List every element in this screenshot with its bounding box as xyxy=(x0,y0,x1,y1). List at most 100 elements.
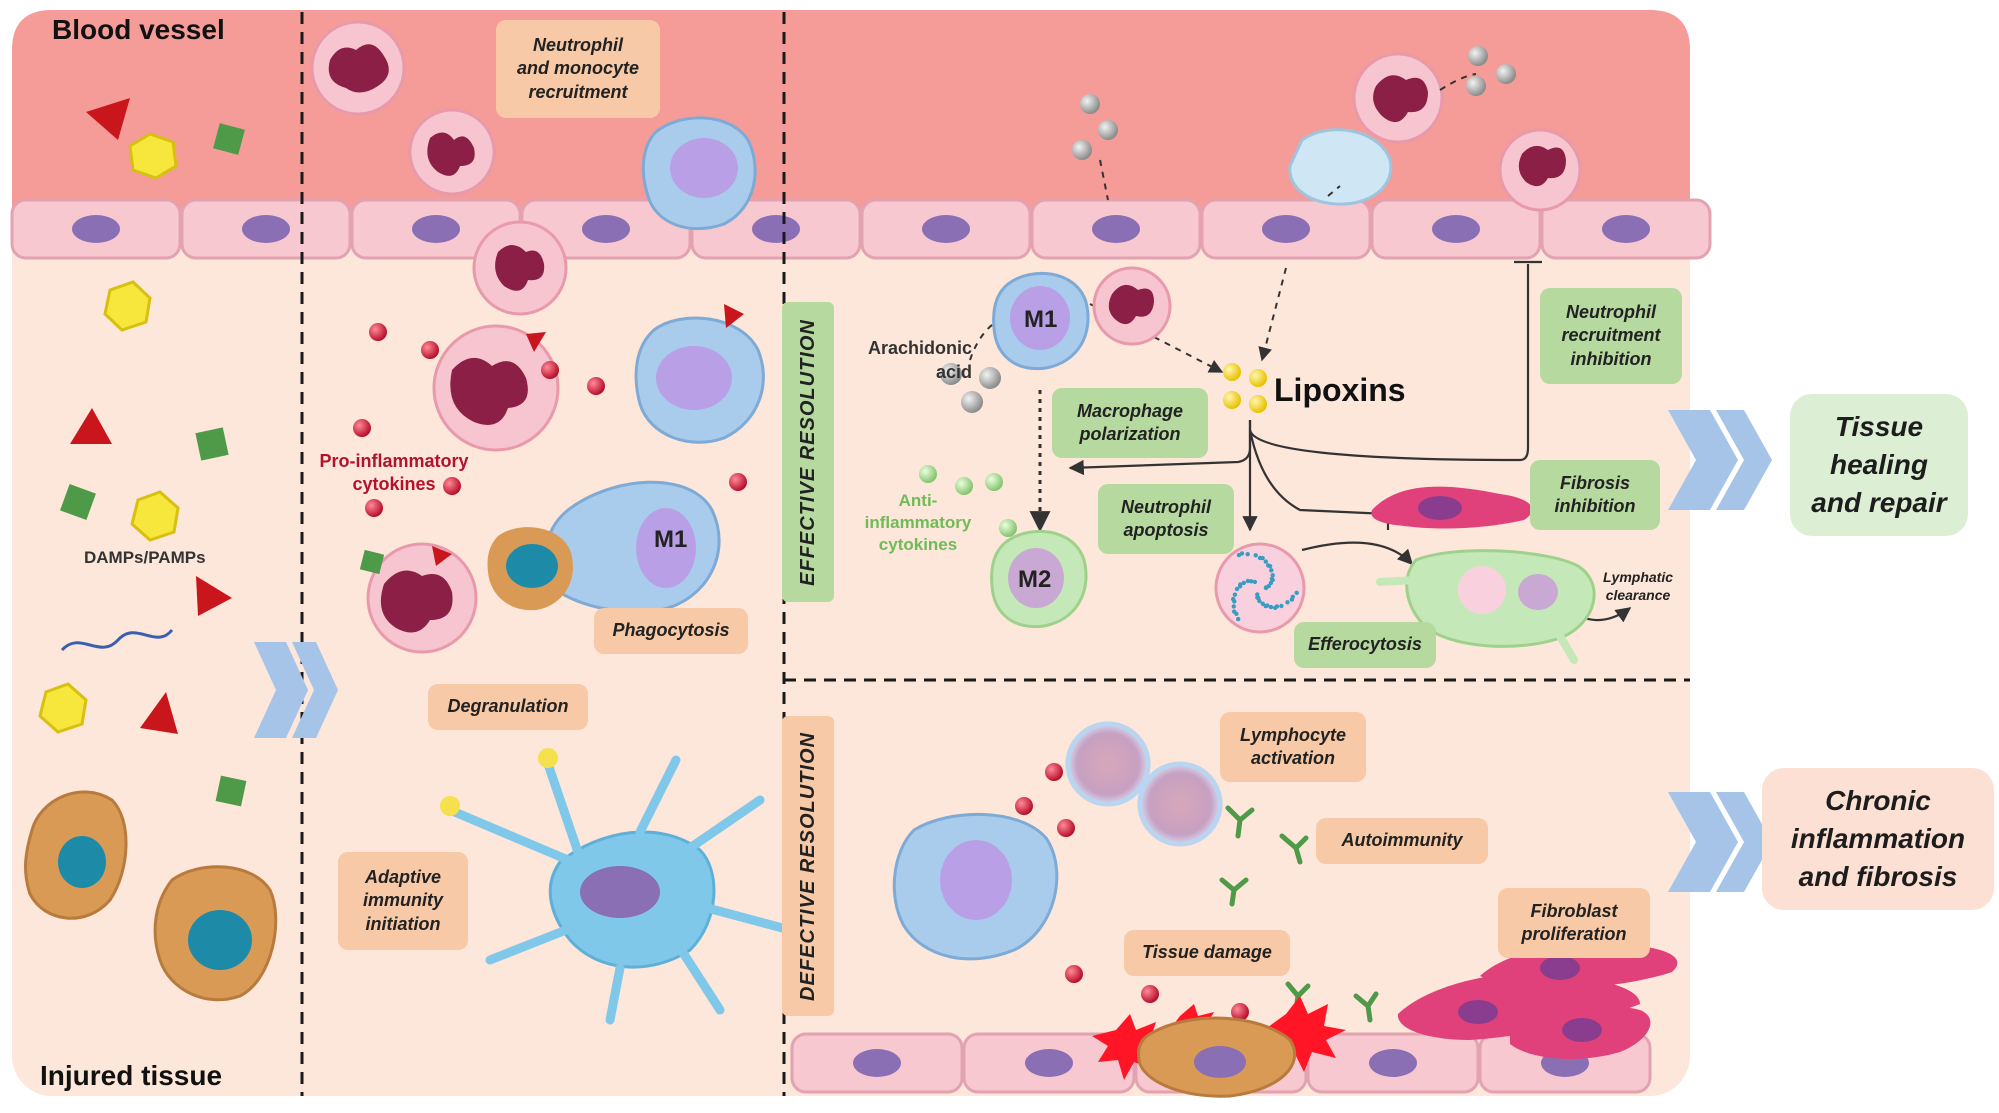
pro-inflammatory-cytokines-label: Pro-inflammatory cytokines xyxy=(319,451,469,495)
endothelial-cell-nucleus xyxy=(1369,1049,1417,1077)
apoptotic-neutrophil xyxy=(1214,542,1306,634)
efferocytic-macrophage xyxy=(1376,549,1596,664)
endothelial-cell-nucleus xyxy=(1602,215,1650,243)
efferocytosis-box: Efferocytosis xyxy=(1294,622,1436,668)
apoptotic-body xyxy=(1249,579,1254,584)
degranulation-box: Degranulation xyxy=(428,684,588,730)
apoptotic-body xyxy=(1270,573,1275,578)
m1-effective-label: M1 xyxy=(1024,306,1058,333)
apoptotic-body xyxy=(1253,553,1258,558)
neutrophil-nuclei xyxy=(328,44,545,633)
effective-resolution-label: EFFECTIVE RESOLUTION xyxy=(782,302,834,602)
apoptotic-body xyxy=(1268,580,1274,586)
lipoxin-dots xyxy=(1223,363,1267,413)
apoptotic-body xyxy=(1255,592,1260,597)
endothelial-cell-nucleus xyxy=(922,215,970,243)
apoptotic-body xyxy=(1234,586,1240,592)
tissue-background xyxy=(12,10,1690,1096)
autoimmunity-box: Autoimmunity xyxy=(1316,818,1488,864)
endothelial-cell-nucleus xyxy=(752,215,800,243)
transition-chevron xyxy=(254,642,338,738)
apoptotic-body xyxy=(1241,580,1247,586)
apoptotic-body xyxy=(1268,604,1274,610)
macrophage-m1-phagocytosis xyxy=(487,480,721,614)
anti-inflammatory-cytokines-label: Anti- inflammatory cytokines xyxy=(864,491,972,555)
apoptotic-body xyxy=(1263,559,1269,564)
apoptotic-body xyxy=(1263,585,1269,590)
apoptotic-body xyxy=(1269,576,1275,582)
macrophage-defective xyxy=(892,812,1059,961)
endothelial-cell-nucleus xyxy=(1432,215,1480,243)
lymphatic-clearance-label: Lymphatic clearance xyxy=(1602,569,1673,604)
apoptotic-body xyxy=(1269,568,1274,573)
apoptotic-body xyxy=(1232,599,1237,604)
pro-inflammatory-cytokine-dots xyxy=(353,323,747,517)
apoptotic-body xyxy=(1232,592,1238,597)
neutrophil-effective xyxy=(1092,266,1172,346)
healing-chevron xyxy=(1668,410,1772,510)
apoptotic-body xyxy=(1266,563,1271,568)
endothelial-cell-nucleus xyxy=(1092,215,1140,243)
arachidonic-acid-label: Arachidonic acid xyxy=(867,338,972,383)
m2-macrophage xyxy=(990,529,1088,629)
damps-pamps-molecules xyxy=(38,98,247,807)
m2-label: M2 xyxy=(1018,566,1052,593)
dendritic-cell xyxy=(440,748,795,1025)
apoptotic-body xyxy=(1256,595,1261,600)
fibroblast-nuclei xyxy=(1458,956,1602,1042)
antibodies xyxy=(1219,805,1379,1023)
anti-inflammatory-cytokine-dots xyxy=(919,465,1017,537)
apoptotic-body xyxy=(1257,555,1263,561)
m1-macrophage xyxy=(992,271,1090,371)
phagocytosis-box: Phagocytosis xyxy=(594,608,748,654)
apoptotic-body xyxy=(1285,600,1290,605)
necrotic-cells xyxy=(24,790,278,1002)
circulating-cells xyxy=(1288,52,1582,212)
fibroblast-inhibited xyxy=(1371,486,1532,529)
injured-tissue-label: Injured tissue xyxy=(40,1060,223,1091)
apoptotic-body xyxy=(1260,601,1266,606)
apoptotic-body xyxy=(1265,603,1270,608)
endothelial-cell-nucleus xyxy=(72,215,120,243)
endothelial-cell-nucleus xyxy=(1262,215,1310,243)
apoptotic-body xyxy=(1245,552,1250,557)
chronic-chevron xyxy=(1668,792,1772,892)
endothelial-cell-nucleus xyxy=(853,1049,901,1077)
apoptotic-bodies xyxy=(1231,551,1299,622)
apoptotic-body xyxy=(1237,584,1243,589)
apoptotic-body xyxy=(1252,579,1258,585)
lipoxin-precursor-dots xyxy=(940,46,1516,413)
apoptotic-body xyxy=(1294,590,1299,595)
endothelial-cell-nucleus xyxy=(582,215,630,243)
blood-vessel-label: Blood vessel xyxy=(52,14,225,45)
defective-resolution-label: DEFECTIVE RESOLUTION xyxy=(782,716,834,1016)
endothelium-layer xyxy=(10,198,1712,260)
damps-panel2 xyxy=(432,304,744,566)
apoptotic-body xyxy=(1274,604,1280,609)
damaged-cell xyxy=(1136,1016,1297,1098)
lymphocytes xyxy=(1065,721,1223,847)
apoptotic-body xyxy=(1245,578,1251,584)
m1-label: M1 xyxy=(654,526,688,553)
apoptotic-body xyxy=(1236,552,1242,558)
lipoxins-label: Lipoxins xyxy=(1274,372,1406,408)
tissue-damage-box: Tissue damage xyxy=(1124,930,1290,976)
monocyte-cells xyxy=(634,116,765,444)
apoptotic-body xyxy=(1279,603,1284,609)
damps-pamps-label: DAMPs/PAMPs xyxy=(84,548,206,567)
apoptotic-body xyxy=(1290,594,1296,599)
apoptotic-body xyxy=(1234,611,1239,616)
endothelial-cell-nucleus xyxy=(412,215,460,243)
blood-vessel-lumen xyxy=(12,10,1690,230)
defective-cytokine-dots xyxy=(1015,763,1249,1021)
